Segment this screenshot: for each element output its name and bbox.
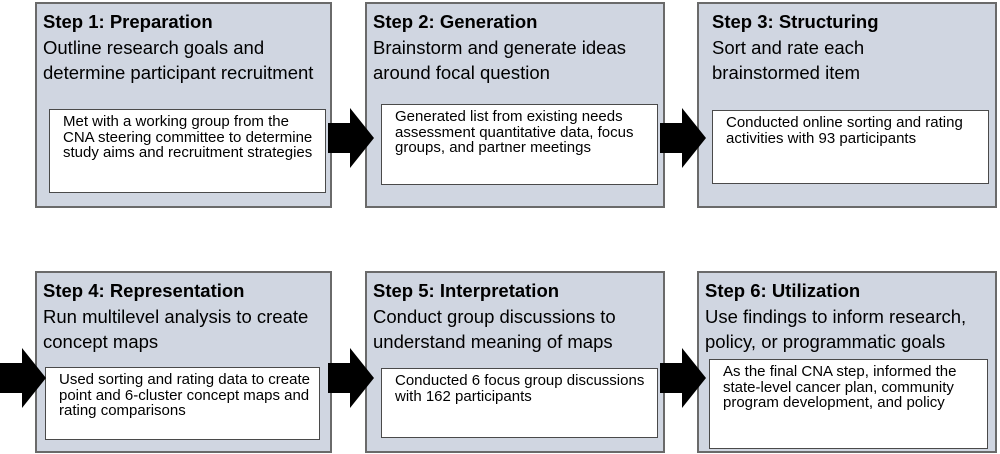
step-3-detail: Conducted online sorting and rating acti… — [712, 110, 989, 184]
step-3-title: Step 3: Structuring — [712, 11, 879, 32]
step-5-title: Step 5: Interpretation — [373, 280, 560, 301]
arrow-right-icon — [328, 108, 374, 168]
step-2-detail: Generated list from existing needs asses… — [381, 104, 658, 185]
step-1-title: Step 1: Preparation — [43, 11, 213, 32]
arrow-right-icon — [328, 348, 374, 408]
step-2-title: Step 2: Generation — [373, 11, 538, 32]
arrow-right-icon — [0, 348, 46, 408]
step-4-description: Run multilevel analysis to create concep… — [43, 306, 309, 352]
arrow-right-icon — [660, 108, 706, 168]
step-6-description: Use findings to inform research, policy,… — [705, 306, 967, 352]
step-5-detail: Conducted 6 focus group discussions with… — [381, 368, 658, 438]
step-5-description: Conduct group discussions to understand … — [373, 306, 616, 352]
step-1-description: Outline research goals and determine par… — [43, 37, 314, 83]
step-4-detail: Used sorting and rating data to create p… — [45, 367, 320, 440]
step-2-description: Brainstorm and generate ideas around foc… — [373, 37, 626, 83]
arrow-right-icon — [660, 348, 706, 408]
step-4-title: Step 4: Representation — [43, 280, 245, 301]
step-1-detail: Met with a working group from the CNA st… — [49, 109, 326, 193]
step-6-title: Step 6: Utilization — [705, 280, 861, 301]
step-3-description: Sort and rate each brainstormed item — [712, 37, 865, 83]
step-6-detail: As the final CNA step, informed the stat… — [709, 359, 988, 449]
